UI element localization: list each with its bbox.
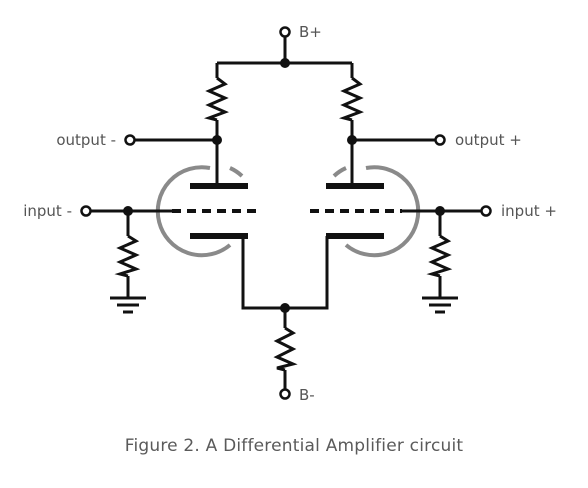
junction-left-input: [123, 206, 133, 216]
left-plate-resistor: [203, 76, 229, 122]
right-tube-envelope-top: [332, 166, 347, 178]
terminal-output-minus: [124, 134, 136, 146]
right-grid-resistor: [426, 234, 453, 278]
label-input-plus: input +: [501, 202, 557, 220]
right-plate-resistor: [338, 76, 364, 122]
terminal-output-plus: [434, 134, 446, 146]
left-ground-symbol: [110, 296, 146, 314]
junction-right-input: [435, 206, 445, 216]
right-tube-envelope: [344, 165, 421, 258]
label-b-plus: B+: [299, 23, 322, 41]
right-vacuum-tube: [310, 165, 421, 258]
terminal-input-minus: [80, 205, 92, 217]
terminal-b-plus: [279, 26, 291, 38]
label-input-minus: input -: [23, 202, 72, 220]
junction-b-plus: [280, 58, 290, 68]
label-output-plus: output +: [455, 131, 522, 149]
left-tube-envelope: [155, 165, 232, 258]
terminal-input-plus: [480, 205, 492, 217]
cathode-resistor: [273, 326, 298, 372]
label-output-minus: output -: [56, 131, 116, 149]
terminal-b-minus: [279, 388, 291, 400]
left-tube-envelope-top: [229, 166, 244, 178]
junction-right-output: [347, 135, 357, 145]
figure-caption: Figure 2. A Differential Amplifier circu…: [124, 436, 464, 456]
right-ground-symbol: [422, 296, 458, 314]
label-b-minus: B-: [299, 386, 315, 404]
junction-left-output: [212, 135, 222, 145]
junction-cathode: [280, 303, 290, 313]
left-grid-resistor: [114, 234, 141, 278]
left-vacuum-tube: [155, 165, 262, 258]
